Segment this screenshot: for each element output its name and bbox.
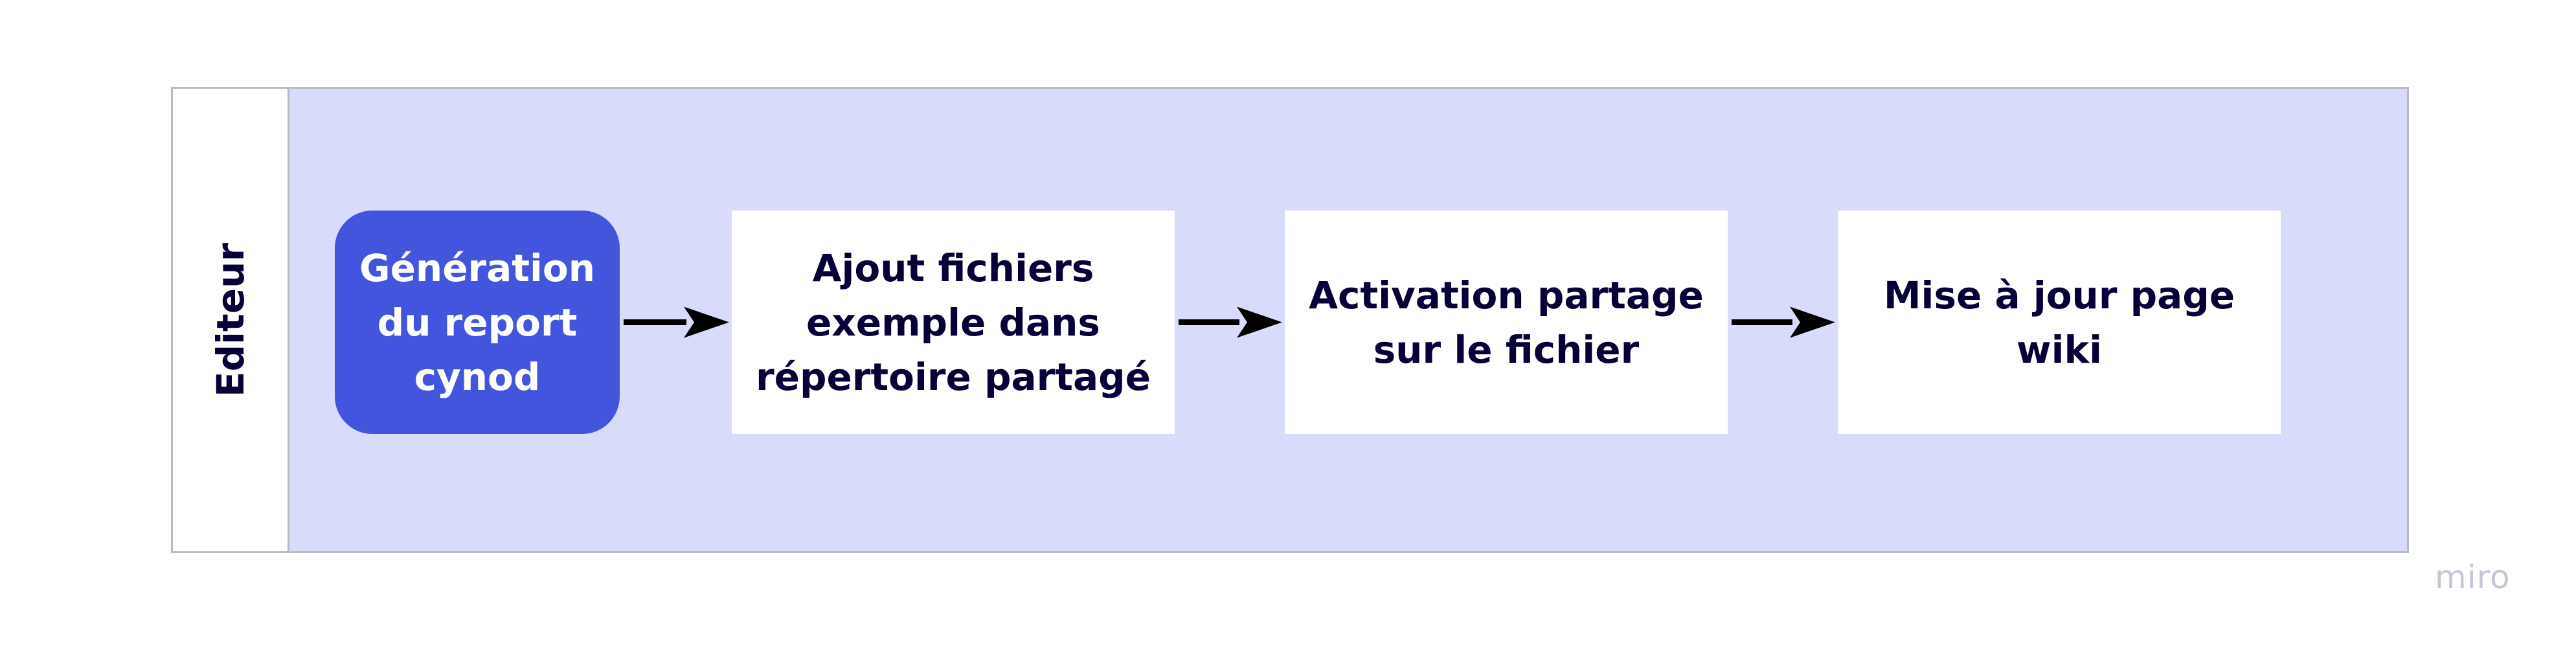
miro-logo: miro [2435, 558, 2511, 596]
node-generation-report[interactable]: Génération du report cynod [335, 211, 620, 434]
node-mise-a-jour-wiki[interactable]: Mise à jour page wiki [1838, 211, 2281, 434]
node-ajout-fichiers[interactable]: Ajout fichiers exemple dans répertoire p… [732, 211, 1175, 434]
lane-header: Editeur [173, 89, 289, 551]
node-activation-partage[interactable]: Activation partage sur le fichier [1285, 211, 1728, 434]
lane-label: Editeur [208, 243, 253, 397]
